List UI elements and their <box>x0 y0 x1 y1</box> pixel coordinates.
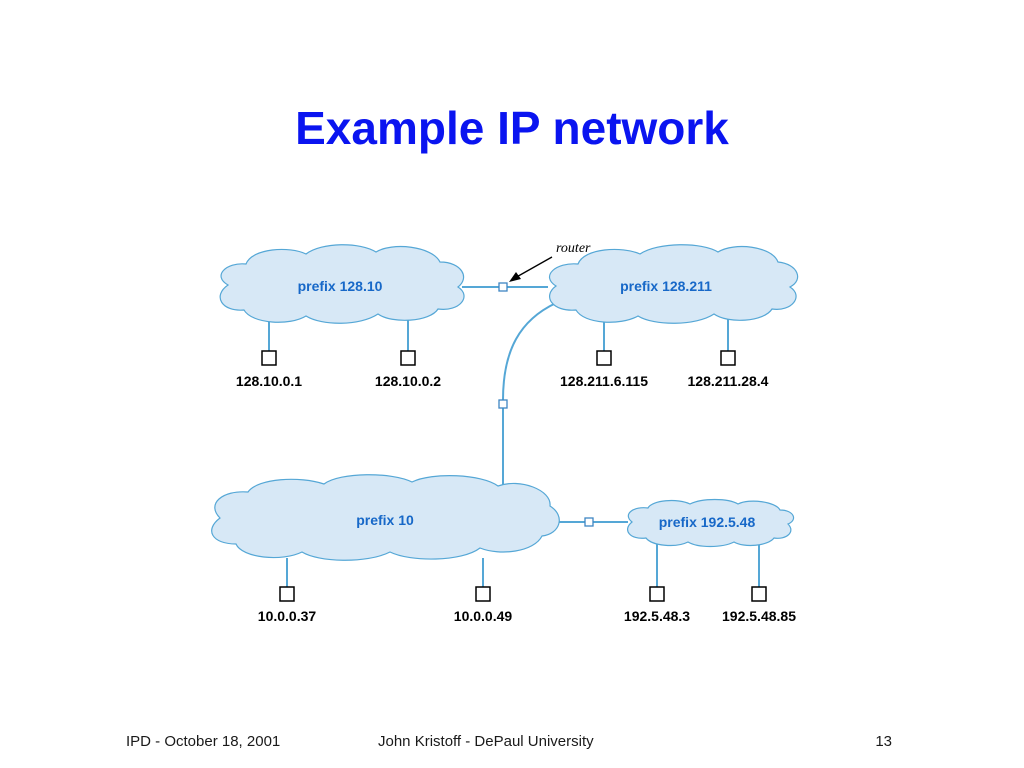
cloud-shape <box>548 244 799 324</box>
slide-title: Example IP network <box>295 102 729 154</box>
host-label-128-10-0-2: 128.10.0.2 <box>375 373 441 389</box>
host-label-128-10-0-1: 128.10.0.1 <box>236 373 302 389</box>
hosts: 128.10.0.1 128.10.0.2 128.211.6.115 128.… <box>236 350 796 624</box>
link-128-211-to-10 <box>502 302 557 490</box>
page-number: 13 <box>875 733 892 750</box>
router-128-211-10 <box>498 399 508 409</box>
host-label-10-0-0-37: 10.0.0.37 <box>258 608 317 624</box>
router-callout: router <box>509 241 591 282</box>
host-icon-10-0-0-49 <box>475 586 491 602</box>
host-label-192-5-48-85: 192.5.48.85 <box>722 608 796 624</box>
network-label-128-211: prefix 128.211 <box>620 278 712 294</box>
cloud-shape <box>627 498 795 548</box>
host-drop-lines <box>268 312 760 587</box>
host-icon-192-5-48-3 <box>649 586 665 602</box>
network-label-192-5-48: prefix 192.5.48 <box>659 514 756 530</box>
host-label-128-211-6-115: 128.211.6.115 <box>560 373 648 389</box>
host-label-10-0-0-49: 10.0.0.49 <box>454 608 513 624</box>
router-arrow-head <box>509 272 521 282</box>
host-icon-128-10-0-2 <box>400 350 416 366</box>
cloud-shape <box>219 244 465 324</box>
router-label: router <box>556 241 591 256</box>
host-icon-128-211-28-4 <box>720 350 736 366</box>
network-cloud-192-5-48: prefix 192.5.48 <box>627 498 795 548</box>
host-icon-128-10-0-1 <box>261 350 277 366</box>
network-label-128-10: prefix 128.10 <box>298 278 383 294</box>
host-icon-128-211-6-115 <box>596 350 612 366</box>
router-arrow-line <box>512 256 553 280</box>
router-10-192-5-48 <box>584 517 594 527</box>
network-cloud-128-211: prefix 128.211 <box>548 244 799 324</box>
footer-author: John Kristoff - DePaul University <box>378 733 594 750</box>
host-icon-10-0-0-37 <box>279 586 295 602</box>
network-cloud-10: prefix 10 <box>211 474 560 561</box>
router-128-10-128-211 <box>498 282 508 292</box>
footer-date: IPD - October 18, 2001 <box>126 733 281 750</box>
routers <box>498 282 594 527</box>
cloud-shape <box>211 474 560 561</box>
host-icon-192-5-48-85 <box>751 586 767 602</box>
network-label-10: prefix 10 <box>356 512 414 528</box>
network-cloud-128-10: prefix 128.10 <box>219 244 465 324</box>
host-label-192-5-48-3: 192.5.48.3 <box>624 608 690 624</box>
host-label-128-211-28-4: 128.211.28.4 <box>688 373 769 389</box>
